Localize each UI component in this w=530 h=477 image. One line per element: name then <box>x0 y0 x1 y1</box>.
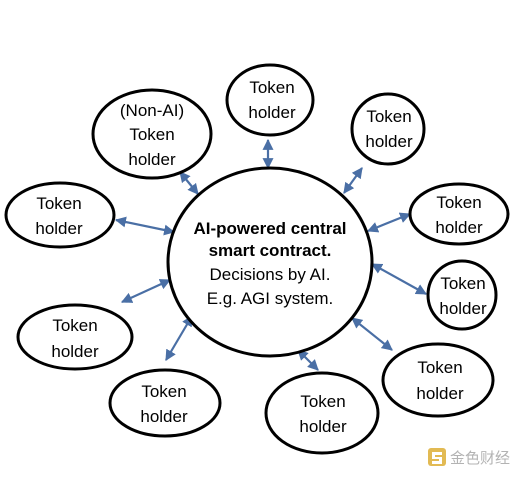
arrow-right-middle <box>371 263 427 295</box>
arrow-right-upper <box>366 212 412 233</box>
center-line-4: E.g. AGI system. <box>207 289 334 308</box>
arrow-bottom <box>297 349 319 371</box>
node-bottom-right-line-2: holder <box>416 384 464 403</box>
node-bottom-right: Token holder <box>381 342 495 418</box>
node-right-upper: Token holder <box>408 182 510 246</box>
node-bottom-right-line-1: Token <box>417 358 462 377</box>
node-top-right-line-1: Token <box>366 107 411 126</box>
node-top-left-line-1: (Non-AI) <box>120 101 184 120</box>
center-line-3: Decisions by AI. <box>210 265 331 284</box>
node-bottom-left-line-2: holder <box>140 407 188 426</box>
node-top-left-line-3: holder <box>128 150 176 169</box>
node-top-left: (Non-AI) Token holder <box>91 88 213 180</box>
node-left-lower: Token holder <box>16 303 134 371</box>
arrow-left-lower <box>121 279 171 303</box>
arrow-top-right <box>343 167 363 194</box>
node-left-lower-line-1: Token <box>52 316 97 335</box>
node-top-left-line-2: Token <box>129 125 174 144</box>
node-left-line-2: holder <box>35 219 83 238</box>
node-top-line-1: Token <box>249 78 294 97</box>
node-top: Token holder <box>225 63 315 137</box>
node-left-line-1: Token <box>36 194 81 213</box>
watermark-logo: 金色财经 <box>428 448 510 467</box>
node-right-middle-line-1: Token <box>440 274 485 293</box>
node-right-middle-line-2: holder <box>439 299 487 318</box>
central-node: AI-powered central smart contract. Decis… <box>166 166 374 358</box>
node-left-lower-line-2: holder <box>51 342 99 361</box>
node-top-right-line-2: holder <box>365 132 413 151</box>
node-right-upper-line-1: Token <box>436 193 481 212</box>
node-right-middle: Token holder <box>426 259 498 331</box>
node-top-right: Token holder <box>350 92 426 166</box>
node-bottom-left-line-1: Token <box>141 382 186 401</box>
watermark-text: 金色财经 <box>450 449 510 467</box>
node-right-upper-line-2: holder <box>435 218 483 237</box>
node-bottom-left: Token holder <box>108 368 222 438</box>
arrow-left <box>114 216 176 236</box>
center-line-1: AI-powered central <box>193 219 346 238</box>
arrow-bottom-right <box>351 317 393 351</box>
node-bottom-line-1: Token <box>300 392 345 411</box>
node-bottom: Token holder <box>264 371 380 455</box>
arrow-top-left <box>179 171 199 195</box>
arrow-bottom-left <box>165 315 193 361</box>
center-line-2: smart contract. <box>209 241 332 260</box>
node-top-line-2: holder <box>248 103 296 122</box>
node-bottom-line-2: holder <box>299 417 347 436</box>
node-left: Token holder <box>4 181 116 249</box>
